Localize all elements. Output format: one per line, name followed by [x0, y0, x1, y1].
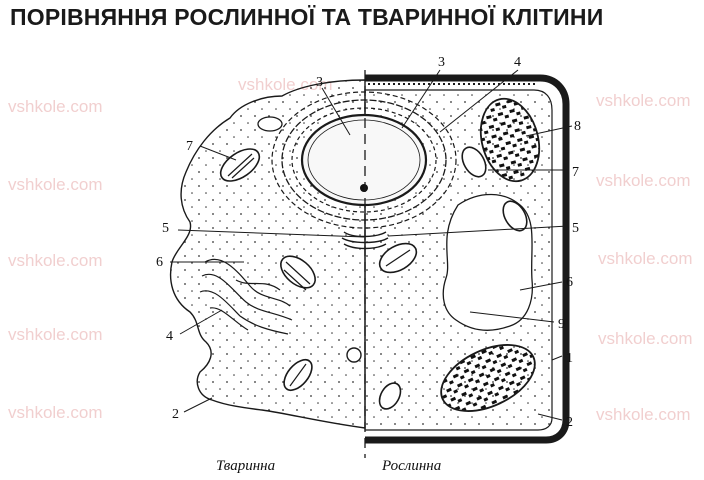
label-membrane-left: 2 — [172, 407, 179, 422]
lysosome — [346, 347, 362, 363]
mitochondrion — [257, 116, 283, 132]
plant-cell-wall — [365, 74, 570, 444]
label-mito-right: 7 — [572, 165, 579, 180]
label-nucleus-left: 3 — [316, 75, 323, 90]
label-mito-left: 7 — [186, 139, 193, 154]
label-wall: 1 — [566, 351, 573, 366]
leader-lines — [170, 69, 573, 421]
watermark: vshkole.com — [8, 97, 102, 116]
label-vacuole: 9 — [558, 317, 565, 332]
mitochondrion — [283, 358, 313, 392]
mitochondrion — [219, 148, 261, 182]
caption-plant: Рослинна — [381, 458, 441, 474]
animal-er — [199, 258, 293, 335]
watermark: vshkole.com — [8, 175, 102, 194]
watermark: vshkole.com — [8, 403, 102, 422]
label-membrane-right: 2 — [566, 415, 573, 430]
nucleus — [300, 113, 428, 207]
page-title: ПОРІВНЯННЯ РОСЛИННОЇ ТА ТВАРИННОЇ КЛІТИН… — [10, 4, 604, 30]
chloroplast — [440, 344, 536, 412]
label-er-top: 4 — [514, 55, 521, 70]
watermark: vshkole.com — [596, 171, 690, 190]
nucleus-complex — [271, 91, 457, 229]
label-ribosome-right: 6 — [566, 275, 573, 290]
label-er-left: 4 — [166, 329, 173, 344]
mitochondrion — [461, 146, 487, 178]
label-golgi-right: 5 — [572, 221, 579, 236]
mitochondrion — [280, 255, 316, 291]
nucleolus — [360, 184, 368, 192]
watermark: vshkole.com — [596, 91, 690, 110]
caption-animal: Тваринна — [216, 458, 275, 474]
label-nucleus-right: 3 — [438, 55, 445, 70]
watermark: vshkole.com — [596, 405, 690, 424]
label-chloroplast: 8 — [574, 119, 581, 134]
mitochondrion — [378, 382, 402, 410]
watermark: vshkole.com — [598, 329, 692, 348]
mitochondrion — [502, 200, 528, 232]
label-ribosome-left: 6 — [156, 255, 163, 270]
watermark: vshkole.com — [8, 251, 102, 270]
watermark: vshkole.com — [8, 325, 102, 344]
watermarks: vshkole.com vshkole.com vshkole.com vshk… — [8, 75, 692, 424]
mitochondrion — [378, 242, 418, 274]
watermark: vshkole.com — [598, 249, 692, 268]
label-golgi-left: 5 — [162, 221, 169, 236]
chloroplast — [479, 97, 541, 183]
